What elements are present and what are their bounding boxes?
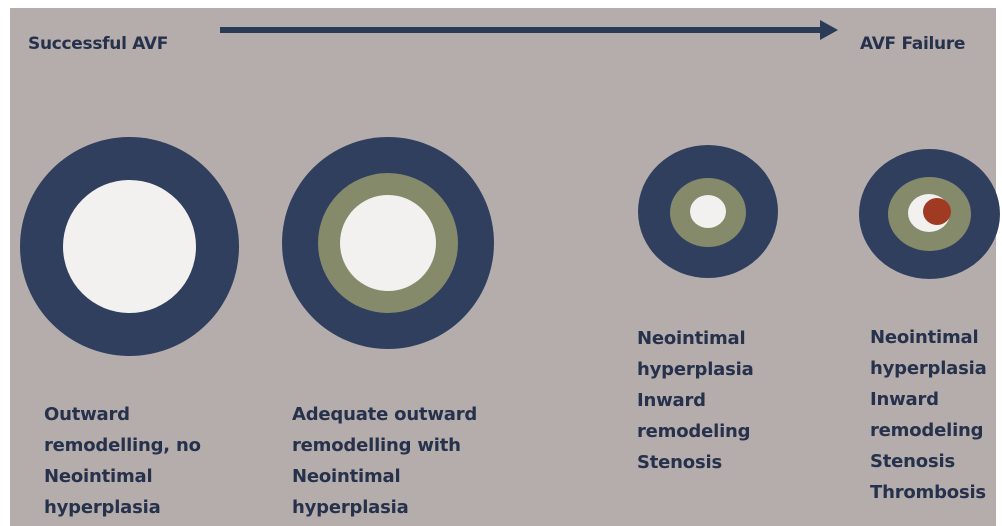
caption-outward-remodelling: Outward remodelling, no Neointimal hyper… [44,399,201,523]
caption-thrombosis: Neointimal hyperplasia Inward remodeling… [870,322,987,508]
vessel-lumen [340,195,436,291]
thrombus [923,198,951,225]
caption-adequate-remodelling: Adequate outward remodelling with Neoint… [292,399,477,523]
arrow-head [820,20,838,40]
vessel-lumen [690,195,726,228]
vessel-lumen [63,180,196,313]
progression-arrow [0,0,1002,80]
caption-stenosis: Neointimal hyperplasia Inward remodeling… [637,323,754,478]
